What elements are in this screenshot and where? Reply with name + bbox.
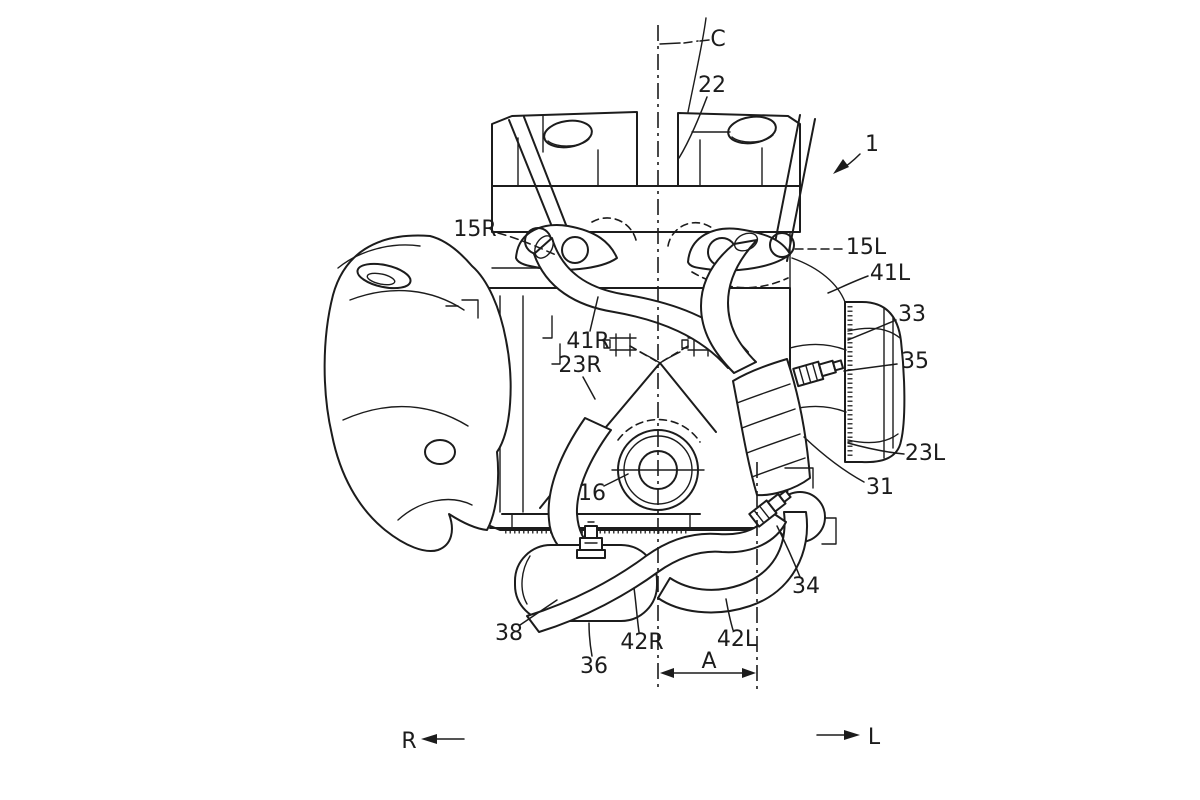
arrowhead-1 [833,159,849,174]
dimension-A [660,668,756,678]
leader-41L [827,275,869,294]
label-41L: 41L [870,261,911,286]
leader-35 [843,363,898,372]
label-L: L [868,725,881,750]
stud-bolt-left [603,333,637,357]
direction-arrow-right [421,734,465,744]
leader-lines [421,39,905,744]
leader-22 [678,96,708,159]
direction-arrow-left [816,730,860,740]
label-35: 35 [901,349,929,374]
pipe-41L [700,239,758,374]
leader-C [659,39,710,45]
oxygen-sensor-34 [748,489,792,528]
pre-chamber [514,521,658,622]
label-A: A [701,649,716,674]
label-41R: 41R [566,329,609,354]
label-23L: 23L [905,441,946,466]
label-15R: 15R [453,217,496,242]
label-31: 31 [866,475,894,500]
center-lines [657,25,758,690]
label-16: 16 [578,481,606,506]
leader-16 [603,473,629,487]
leader-41R [589,296,599,332]
label-15L: 15L [846,235,887,260]
reference-labels: C 22 1 15R 15L 41L 33 35 41R 23R 16 23L … [401,27,946,754]
right-canister [789,257,906,464]
leader-15R [497,232,557,256]
label-36: 36 [580,654,608,679]
exhaust-pipes [533,232,837,614]
leader-42R [633,587,640,633]
leader-34 [776,525,801,578]
leader-42L [725,598,734,631]
catalyst-flex-pipe [732,358,811,497]
prechamber-sensor-bolt [576,521,606,559]
label-38: 38 [495,621,523,646]
label-42L: 42L [717,627,758,652]
pipe-42R [526,510,787,633]
leader-36 [588,622,593,657]
label-C: C [710,27,725,52]
leader-31 [803,436,865,483]
label-42R: 42R [620,630,663,655]
label-1: 1 [865,132,879,157]
oxygen-sensor-35 [792,359,845,388]
left-heat-shield [323,234,512,552]
label-22: 22 [698,73,726,98]
leader-23L [847,442,905,455]
leader-33 [847,319,897,341]
label-23R: 23R [558,353,601,378]
leader-38 [519,599,558,626]
label-34: 34 [792,574,820,599]
leader-23R [582,376,596,400]
label-33: 33 [898,302,926,327]
label-R: R [401,729,416,754]
